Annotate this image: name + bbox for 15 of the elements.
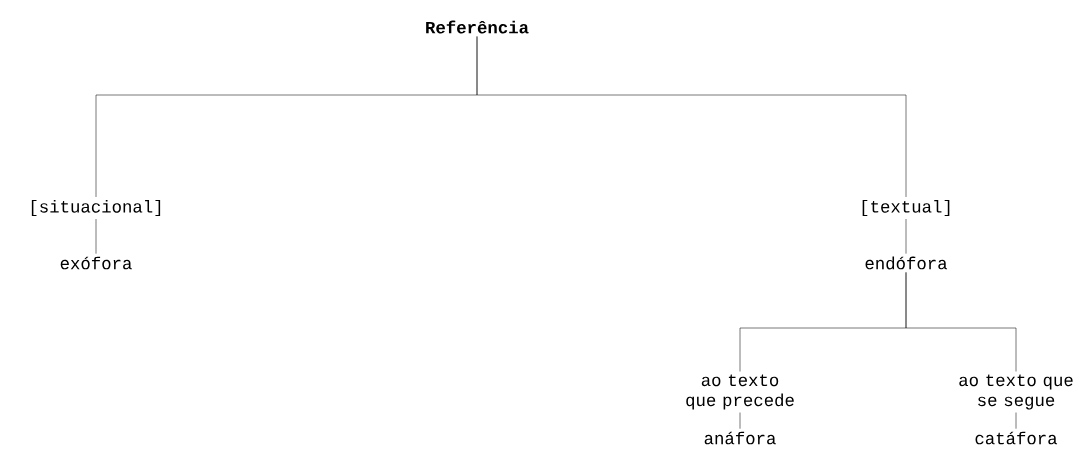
term-label: exófora — [60, 256, 132, 270]
category-label: [situacional] — [31, 199, 161, 217]
category-label: ao texto que precede — [686, 374, 794, 410]
tree-line — [739, 412, 741, 429]
tree-line — [95, 218, 97, 254]
category-label: ao texto que se segue — [959, 374, 1073, 410]
category-label: [textual] — [862, 199, 950, 217]
tree-line — [905, 272, 1017, 372]
term-label: endófora — [865, 256, 948, 270]
heading-text: Referência — [426, 20, 529, 34]
tree-line — [476, 36, 907, 198]
term-label: anáfora — [704, 431, 776, 445]
tree-line — [905, 218, 907, 254]
tree-line — [1015, 412, 1017, 429]
term-label: catáfora — [975, 431, 1058, 445]
